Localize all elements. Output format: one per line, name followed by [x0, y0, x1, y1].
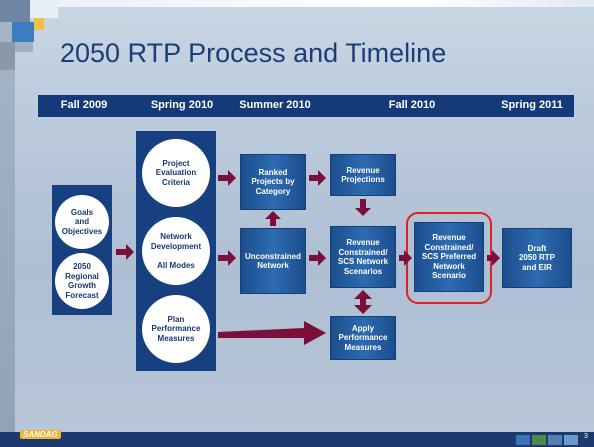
- left-accent-strip: [0, 0, 15, 447]
- arrow-ranked-to-revenue: [309, 170, 326, 186]
- column-project-evaluation: Project Evaluation Criteria Network Deve…: [136, 131, 216, 371]
- revenue-scs-scenarios-box: Revenue Constrained/ SCS Network Scenari…: [330, 226, 396, 288]
- corner-decoration: [0, 0, 58, 70]
- preferred-network-scenario-label: Revenue Constrained/ SCS Preferred Netwo…: [421, 233, 477, 281]
- top-accent-bar: [0, 0, 594, 7]
- growth-forecast-circle: 2050 Regional Growth Forecast: [55, 253, 109, 309]
- project-evaluation-criteria-label: Project Evaluation Criteria: [155, 158, 197, 187]
- unconstrained-network-box: Unconstrained Network: [240, 228, 306, 294]
- plan-performance-measures-circle: Plan Performance Measures: [142, 295, 210, 363]
- timeline-summer-2010: Summer 2010: [239, 99, 311, 111]
- timeline-fall-2009: Fall 2009: [60, 99, 108, 111]
- revenue-scs-scenarios-label: Revenue Constrained/ SCS Network Scenari…: [337, 238, 389, 276]
- preferred-network-scenario-box: Revenue Constrained/ SCS Preferred Netwo…: [414, 222, 484, 292]
- footer-square-1: [516, 435, 530, 445]
- growth-forecast-label: 2050 Regional Growth Forecast: [65, 262, 99, 300]
- timeline-spring-2010: Spring 2010: [150, 99, 214, 111]
- arrow-criteria-to-ranked: [218, 170, 236, 186]
- arrow-revenue-to-scs: [355, 199, 371, 216]
- ranked-projects-label: Ranked Projects by Category: [251, 167, 295, 196]
- network-development-circle: Network Development All Modes: [142, 217, 210, 285]
- footer-square-3: [548, 435, 562, 445]
- network-development-label: Network Development All Modes: [150, 232, 202, 270]
- revenue-projections-box: Revenue Projections: [330, 154, 396, 196]
- arrow-measures-to-apply: [218, 321, 326, 345]
- arrow-scs-apply-double: [354, 290, 372, 314]
- timeline-fall-2010: Fall 2010: [388, 99, 436, 111]
- project-evaluation-criteria-circle: Project Evaluation Criteria: [142, 139, 210, 207]
- ranked-projects-box: Ranked Projects by Category: [240, 154, 306, 210]
- page-number: 3: [584, 433, 588, 440]
- sandag-logo: SANDAG: [20, 430, 61, 439]
- apply-performance-measures-box: Apply Performance Measures: [330, 316, 396, 360]
- arrow-unconstrained-to-ranked: [265, 211, 281, 226]
- revenue-projections-label: Revenue Projections: [341, 165, 385, 185]
- goals-objectives-circle: Goals and Objectives: [55, 195, 109, 249]
- arrow-goals-to-network: [116, 244, 134, 260]
- apply-performance-measures-label: Apply Performance Measures: [338, 323, 388, 352]
- bottom-bar: [0, 432, 594, 447]
- slide-title: 2050 RTP Process and Timeline: [60, 38, 447, 68]
- timeline-spring-2011: Spring 2011: [501, 99, 563, 111]
- timeline-bar: Fall 2009 Spring 2010 Summer 2010 Fall 2…: [38, 95, 574, 117]
- arrow-network-to-unconstrained: [218, 250, 236, 266]
- arrow-unconstrained-to-scs: [309, 250, 326, 266]
- preferred-scenario-highlight: [406, 212, 492, 304]
- footer-square-2: [532, 435, 546, 445]
- draft-rtp-eir-box: Draft 2050 RTP and EIR: [502, 228, 572, 288]
- footer-square-4: [564, 435, 578, 445]
- unconstrained-network-label: Unconstrained Network: [244, 251, 301, 271]
- column-goals-forecast: Goals and Objectives 2050 Regional Growt…: [52, 185, 112, 315]
- draft-rtp-eir-label: Draft 2050 RTP and EIR: [518, 243, 556, 272]
- plan-performance-measures-label: Plan Performance Measures: [151, 314, 201, 343]
- goals-objectives-label: Goals and Objectives: [61, 207, 103, 236]
